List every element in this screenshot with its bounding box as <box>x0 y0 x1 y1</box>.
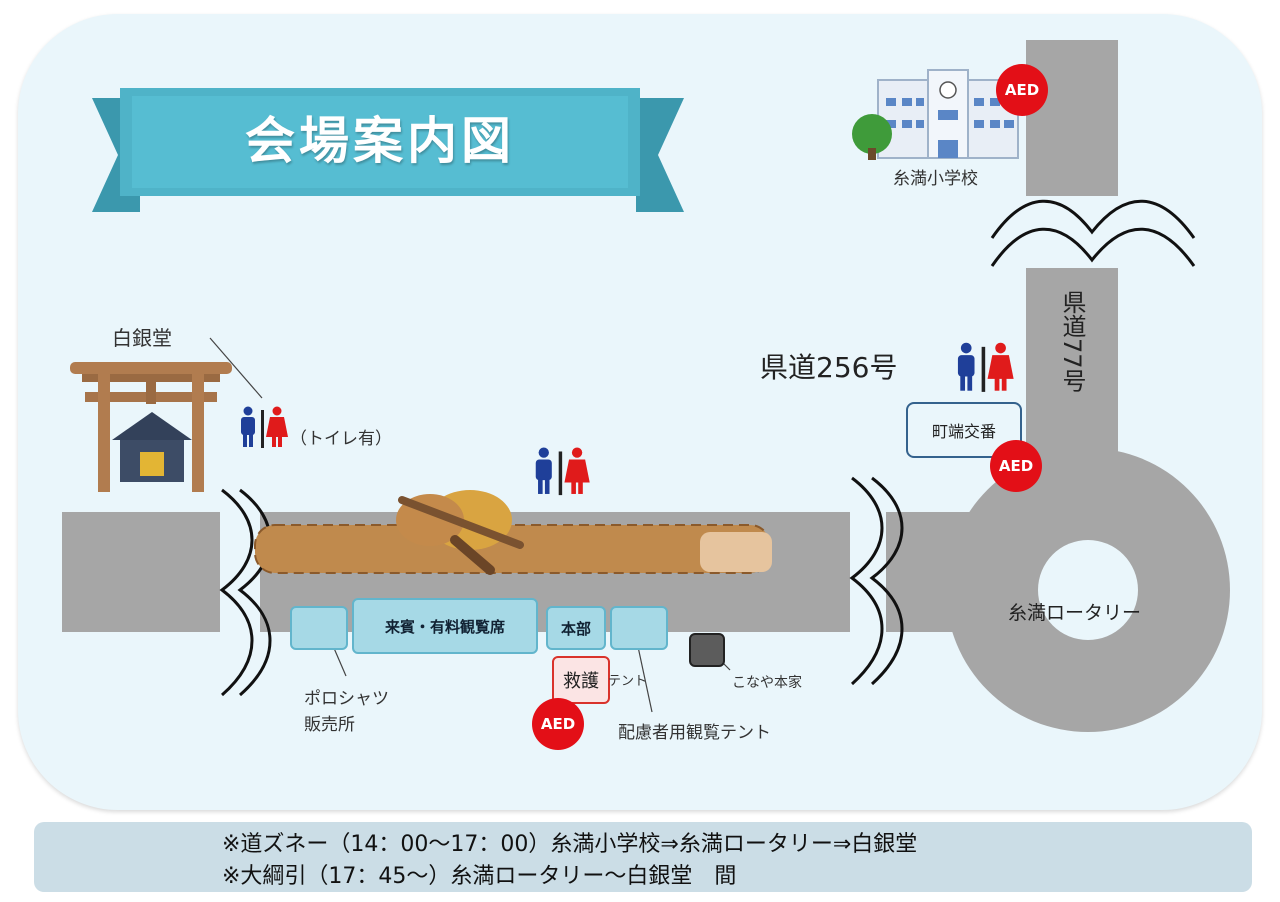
rotary-label: 糸満ロータリー <box>1008 602 1142 624</box>
aed-marker-police: AED <box>990 440 1042 492</box>
konaya-label: こなや本家 <box>732 675 802 691</box>
aed-marker-school: AED <box>996 64 1048 116</box>
toilet-icon-hakugindo <box>241 406 288 448</box>
polo-shop-box <box>290 606 348 650</box>
route-77-road <box>1026 40 1118 510</box>
school-label: 糸満小学校 <box>893 169 978 189</box>
accessible-tent-label: 配慮者用観覧テント <box>618 723 771 743</box>
polo-shop-label-line2: 販売所 <box>304 715 355 735</box>
schedule-footer: ※道ズネー（14：00～17：00）糸満小学校⇒糸満ロータリー⇒白銀堂 ※大綱引… <box>34 822 1252 892</box>
konaya-marker <box>689 633 725 667</box>
first-aid-tent-box: 救護 <box>552 656 610 704</box>
school-building-icon <box>852 69 1019 160</box>
accessible-tent-box <box>610 606 668 650</box>
page-title: 会場案内図 <box>245 112 515 170</box>
vip-seats-box: 来賓・有料観覧席 <box>352 598 538 654</box>
polo-shop-label-line1: ポロシャツ <box>304 689 389 709</box>
hakugindo-label: 白銀堂 <box>112 326 172 350</box>
aed-marker-first-aid: AED <box>532 698 584 750</box>
torii-gate-icon <box>70 362 232 492</box>
headquarters-box: 本部 <box>546 606 606 650</box>
route-256-label: 県道256号 <box>760 351 898 384</box>
rotary-island <box>1038 540 1138 640</box>
title-banner <box>92 88 684 212</box>
road-break-north <box>990 196 1196 268</box>
toilet-note-label: （トイレ有） <box>290 429 392 449</box>
road-break-east <box>849 476 904 688</box>
toilet-icon-main-road <box>535 447 590 496</box>
schedule-line-1: ※道ズネー（14：00～17：00）糸満小学校⇒糸満ロータリー⇒白銀堂 <box>222 832 918 857</box>
road-break-west <box>219 488 272 700</box>
route-77-label: 県道77号 <box>1058 290 1086 393</box>
first-aid-tent-suffix: テント <box>608 674 648 689</box>
rope-illustration <box>254 490 772 575</box>
road-west-segment <box>62 512 240 632</box>
schedule-line-2: ※大綱引（17：45～）糸満ロータリー～白銀堂 間 <box>222 864 737 889</box>
toilet-icon-route-256 <box>957 342 1014 392</box>
